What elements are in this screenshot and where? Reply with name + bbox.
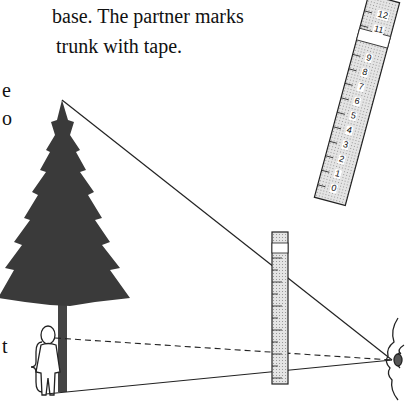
- scale-number: 0: [329, 183, 338, 194]
- scale-number: 5: [349, 111, 358, 122]
- scale-number: 1: [333, 169, 342, 180]
- tick: [353, 54, 361, 56]
- tick: [272, 270, 278, 271]
- body-text-fragment: e: [2, 80, 11, 100]
- scale-ruler: [314, 0, 399, 206]
- sight-line-level: [55, 338, 392, 360]
- person: [36, 326, 60, 395]
- tick: [333, 127, 341, 129]
- tick: [318, 185, 326, 187]
- tick: [364, 11, 372, 13]
- tick: [322, 170, 330, 172]
- scale-number: 8: [360, 67, 369, 78]
- sight-line-base: [46, 360, 392, 394]
- tick: [272, 378, 282, 379]
- tick: [349, 69, 357, 71]
- scale-number: 7: [356, 82, 365, 93]
- tick: [337, 112, 345, 114]
- eye: [386, 318, 404, 400]
- tick: [272, 342, 278, 343]
- tick: [345, 83, 353, 85]
- scale-number: 4: [345, 125, 354, 136]
- height-brace: [31, 342, 42, 392]
- scale-number: 11: [372, 24, 385, 36]
- sight-line-top: [62, 100, 392, 360]
- tick: [329, 141, 337, 143]
- scale-number: 6: [353, 96, 362, 107]
- scale-number: 9: [364, 53, 373, 64]
- scale-numbers: 12 11 9 8 7 6 5 4 3 2 1 0: [314, 0, 399, 206]
- scale-number: 2: [337, 154, 346, 165]
- tick: [272, 306, 282, 307]
- tick: [325, 156, 333, 158]
- tick: [272, 318, 278, 319]
- tick: [272, 282, 282, 283]
- tick: [272, 258, 282, 259]
- body-text-fragment: t: [2, 336, 8, 356]
- scale-number: 12: [376, 9, 390, 21]
- tree: [0, 100, 130, 392]
- tick: [360, 25, 368, 27]
- tick: [272, 366, 278, 367]
- tick: [272, 294, 278, 295]
- tick: [272, 354, 282, 355]
- body-text-fragment: o: [2, 108, 12, 128]
- tick: [341, 98, 349, 100]
- tick: [272, 330, 282, 331]
- body-text: trunk with tape.: [56, 36, 182, 56]
- held-ruler: [272, 232, 288, 384]
- body-text: base. The partner marks: [52, 6, 244, 26]
- scale-number: 3: [341, 140, 350, 151]
